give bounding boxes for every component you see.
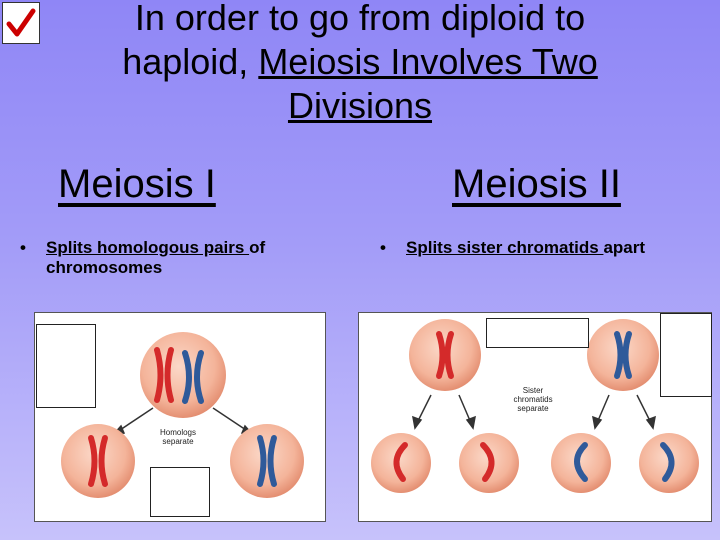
daughter-cell [551, 433, 611, 493]
red-chromatid [480, 442, 495, 482]
meiosis-2-bullet-rest: apart [603, 238, 646, 257]
meiosis-2-bullet-underlined: Splits sister chromatids [406, 238, 604, 257]
meiosis-2-diagram: Sister chromatids separate [358, 312, 712, 522]
blank-box [150, 467, 210, 517]
sister-chromatids-caption-3: separate [517, 404, 549, 413]
daughter-cell-left [61, 424, 135, 498]
blue-chromosome [614, 331, 632, 379]
blue-chromatid [574, 442, 588, 482]
homologs-caption-2: separate [162, 437, 194, 446]
arrow-icon [458, 394, 476, 430]
meiosis-1-heading: Meiosis I [58, 162, 216, 206]
sister-chromatids-caption-2: chromatids [513, 395, 552, 404]
meiosis-1-bullet-underlined: Splits homologous pairs [46, 238, 250, 257]
bullet-dot: • [20, 238, 26, 257]
blank-box [36, 324, 96, 408]
red-chromosome [436, 331, 454, 379]
bullet-dot: • [380, 238, 386, 257]
checkmark-icon [6, 8, 36, 37]
homologs-caption-1: Homologs [160, 428, 196, 437]
title-line1: In order to go from diploid to [134, 0, 586, 38]
arrow-icon [636, 394, 656, 430]
meiosis-2-bullet: • Splits sister chromatids apart [380, 238, 710, 258]
daughter-cell [371, 433, 431, 493]
arrow-icon [412, 394, 432, 430]
meiosis-2-heading: Meiosis II [452, 162, 621, 206]
red-chromosome [88, 435, 108, 487]
checkmark-box [2, 2, 40, 44]
blank-box [660, 313, 712, 397]
meiosis-1-bullet-rest: of chromosomes [46, 238, 266, 277]
meiosis-1-bullet: • Splits homologous pairs of chromosomes [20, 238, 320, 278]
red-chromosome-pair [154, 347, 174, 403]
parent-cell [140, 332, 226, 418]
arrow-icon [592, 394, 610, 430]
sister-chromatids-caption-1: Sister [523, 386, 544, 395]
slide-title: In order to go from diploid to haploid, … [60, 0, 660, 128]
blank-box [486, 318, 589, 348]
blue-chromosome [257, 435, 277, 487]
title-line2-plain: haploid, [122, 41, 259, 82]
title-line3-underlined: Divisions [287, 85, 433, 126]
red-chromatid [393, 442, 408, 482]
title-line2-underlined: Meiosis Involves Two [258, 41, 598, 82]
blue-chromosome-pair [182, 350, 204, 404]
daughter-cell-right [230, 424, 304, 498]
blue-chromatid [660, 442, 675, 482]
